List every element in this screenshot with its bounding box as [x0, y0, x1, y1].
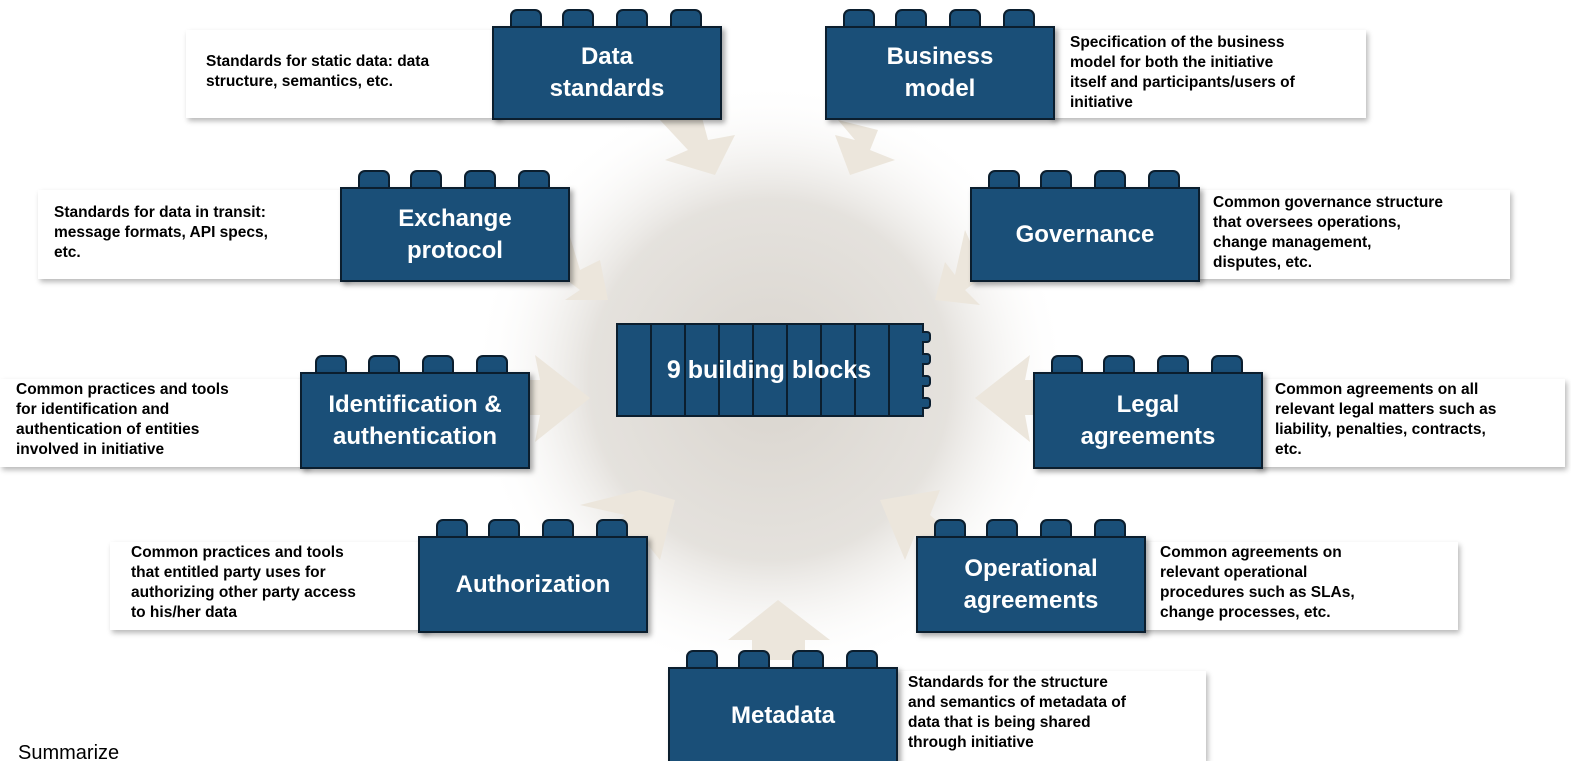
block-stud — [562, 9, 594, 28]
arrow-from-legal-agreements — [975, 355, 1040, 442]
block-stud — [1094, 170, 1126, 189]
block-stud — [596, 519, 628, 538]
legal-agreements-description: Common agreements on all relevant legal … — [1255, 379, 1565, 467]
business-model-block: Business model — [825, 9, 1055, 120]
block-stud — [436, 519, 468, 538]
center-segment — [786, 323, 822, 417]
block-stud — [518, 170, 550, 189]
operational-agreements-label: Operational agreements — [963, 554, 1099, 614]
block-stud — [542, 519, 574, 538]
block-stud — [686, 650, 718, 669]
metadata-label: Metadata — [730, 702, 836, 729]
metadata-description: Standards for the structure and semantic… — [888, 671, 1206, 761]
block-stud — [1003, 9, 1035, 28]
center-side-stud — [922, 397, 931, 409]
block-stud — [895, 9, 927, 28]
exchange-protocol-block: Exchange protocol — [340, 170, 570, 282]
block-stud — [368, 355, 400, 374]
center-building-blocks: 9 building blocks — [616, 323, 931, 417]
block-stud — [792, 650, 824, 669]
block-stud — [986, 519, 1018, 538]
block-stud — [1211, 355, 1243, 374]
block-stud — [1094, 519, 1126, 538]
arrow-from-business-model — [835, 120, 895, 175]
legal-agreements-label: Legal agreements — [1080, 390, 1216, 450]
block-stud — [1103, 355, 1135, 374]
data-standards-block: Data standards — [492, 9, 722, 120]
block-stud — [476, 355, 508, 374]
block-stud — [846, 650, 878, 669]
exchange-protocol-label: Exchange protocol — [398, 204, 512, 264]
block-stud — [1157, 355, 1189, 374]
data-standards-description: Standards for static data: data structur… — [186, 30, 501, 118]
block-stud — [510, 9, 542, 28]
block-stud — [1040, 519, 1072, 538]
center-segment — [888, 323, 924, 417]
block-stud — [464, 170, 496, 189]
data-standards-label: Data standards — [549, 43, 665, 102]
block-stud — [1051, 355, 1083, 374]
corner-text: Summarize — [18, 742, 120, 761]
identification-label: Identification & authentication — [328, 390, 502, 450]
center-segment — [684, 323, 720, 417]
exchange-protocol-description: Standards for data in transit: message f… — [38, 190, 348, 279]
operational-agreements-description: Common agreements on relevant operationa… — [1140, 542, 1458, 630]
block-stud — [1040, 170, 1072, 189]
center-label: 9 building blocks — [666, 355, 872, 384]
block-stud — [1148, 170, 1180, 189]
block-stud — [315, 355, 347, 374]
block-stud — [488, 519, 520, 538]
center-side-stud — [922, 331, 931, 343]
governance-label: Governance — [1015, 220, 1155, 248]
governance-block: Governance — [970, 170, 1200, 282]
identification-description: Common practices and tools for identific… — [0, 379, 308, 467]
authorization-description: Common practices and tools that entitled… — [110, 542, 428, 630]
center-side-stud — [922, 353, 931, 365]
business-model-label: Business model — [886, 43, 994, 102]
block-stud — [358, 170, 390, 189]
block-stud — [410, 170, 442, 189]
center-side-stud — [922, 375, 931, 387]
arrow-from-identification — [525, 355, 590, 442]
block-stud — [949, 9, 981, 28]
business-model-description: Specification of the business model for … — [1050, 30, 1366, 118]
authorization-label: Authorization — [455, 570, 611, 598]
block-stud — [934, 519, 966, 538]
block-stud — [616, 9, 648, 28]
block-stud — [988, 170, 1020, 189]
governance-description: Common governance structure that oversee… — [1195, 190, 1510, 279]
authorization-block: Authorization — [418, 519, 648, 633]
block-stud — [422, 355, 454, 374]
identification-block: Identification & authentication — [300, 355, 530, 469]
block-stud — [670, 9, 702, 28]
legal-agreements-block: Legal agreements — [1033, 355, 1263, 469]
block-stud — [843, 9, 875, 28]
operational-agreements-block: Operational agreements — [916, 519, 1146, 633]
block-stud — [738, 650, 770, 669]
metadata-block: Metadata — [668, 650, 898, 761]
